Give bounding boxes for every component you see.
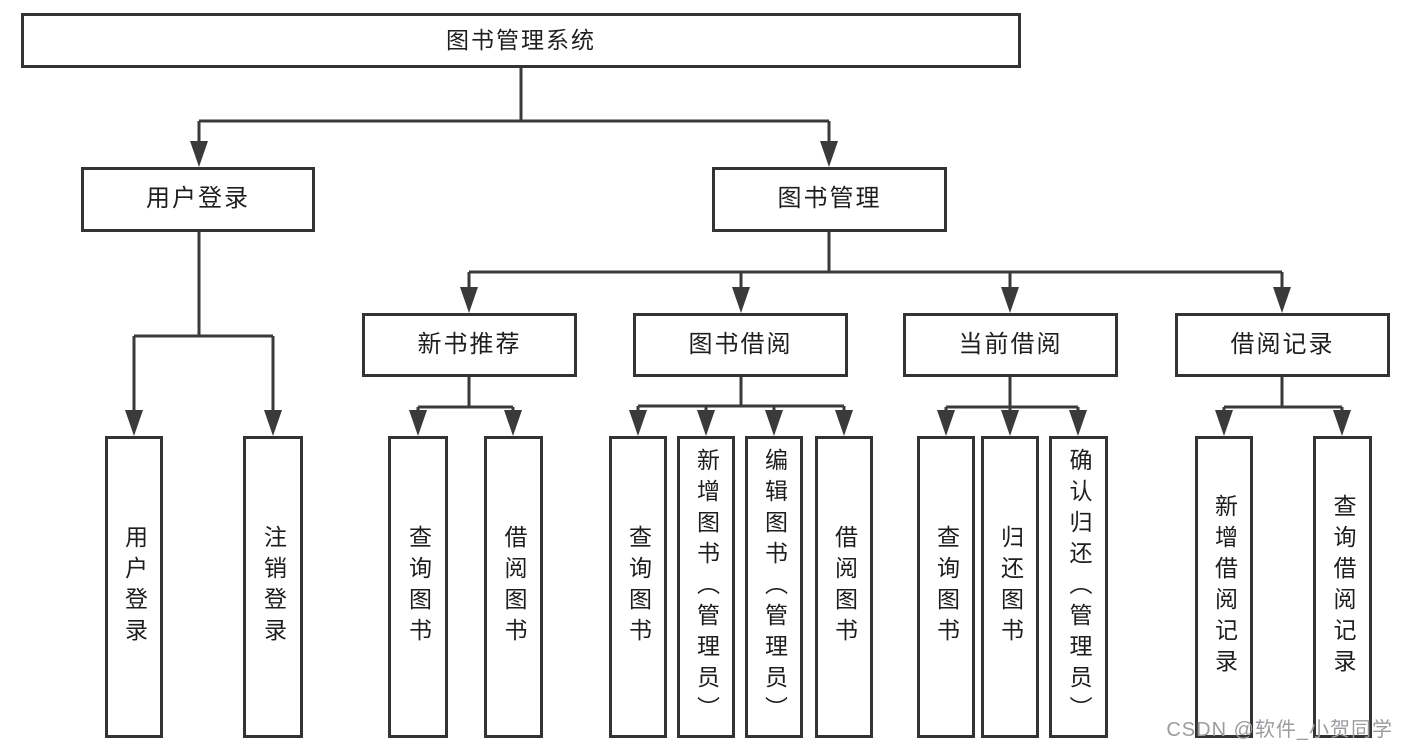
query-borrow-record-leaf: 查询借阅记录 xyxy=(1313,436,1372,738)
book-borrow-node: 图书借阅 xyxy=(633,313,848,377)
return-book-leaf: 归还图书 xyxy=(981,436,1039,738)
borrow-book-leaf-borrow: 借阅图书 xyxy=(815,436,873,738)
query-book-leaf-current: 查询图书 xyxy=(917,436,975,738)
root-node: 图书管理系统 xyxy=(21,13,1021,68)
query-book-leaf-newrec: 查询图书 xyxy=(388,436,448,738)
book-management-node: 图书管理 xyxy=(712,167,947,232)
user-login-node: 用户登录 xyxy=(81,167,315,232)
user-login-leaf: 用户登录 xyxy=(105,436,163,738)
confirm-return-admin-leaf: 确认归还（管理员） xyxy=(1049,436,1108,738)
borrow-record-node: 借阅记录 xyxy=(1175,313,1390,377)
edit-book-admin-leaf: 编辑图书（管理员） xyxy=(745,436,803,738)
new-book-recommend-node: 新书推荐 xyxy=(362,313,577,377)
logout-leaf: 注销登录 xyxy=(243,436,303,738)
borrow-book-leaf-newrec: 借阅图书 xyxy=(484,436,543,738)
csdn-watermark: CSDN @软件_小贺同学 xyxy=(1166,719,1393,741)
add-book-admin-leaf: 新增图书（管理员） xyxy=(677,436,735,738)
add-borrow-record-leaf: 新增借阅记录 xyxy=(1195,436,1253,738)
query-book-leaf-borrow: 查询图书 xyxy=(609,436,667,738)
current-borrow-node: 当前借阅 xyxy=(903,313,1118,377)
